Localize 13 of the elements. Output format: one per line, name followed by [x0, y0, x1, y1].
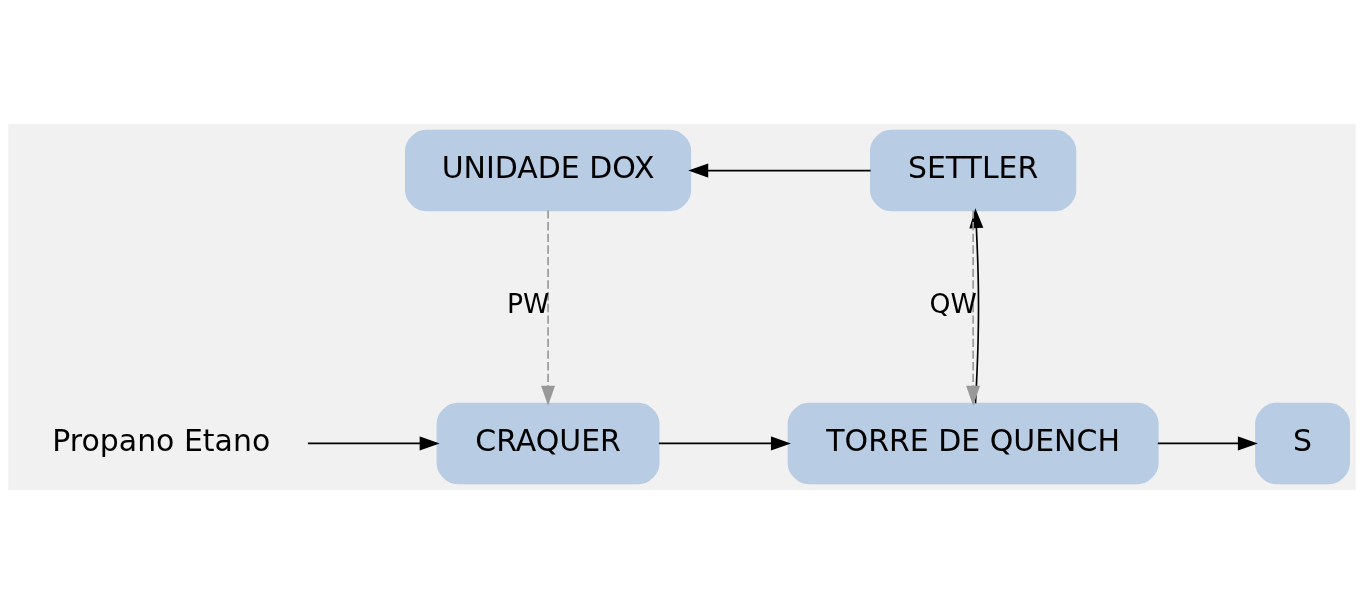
arrow [658, 436, 791, 451]
node-box: CRAQUER [436, 402, 660, 485]
node-box: SETTLER [870, 129, 1077, 212]
node-box: S [1255, 402, 1350, 485]
arrow [688, 163, 872, 178]
arrow [1157, 436, 1258, 451]
node-text: Propano Etano [52, 422, 271, 458]
arrow [541, 209, 556, 406]
node-box: UNIDADE DOX [405, 129, 692, 212]
edge-label: QW [929, 288, 977, 320]
arrow [307, 436, 440, 451]
edge-label: PW [506, 288, 550, 320]
node-box: TORRE DE QUENCH [787, 402, 1159, 485]
